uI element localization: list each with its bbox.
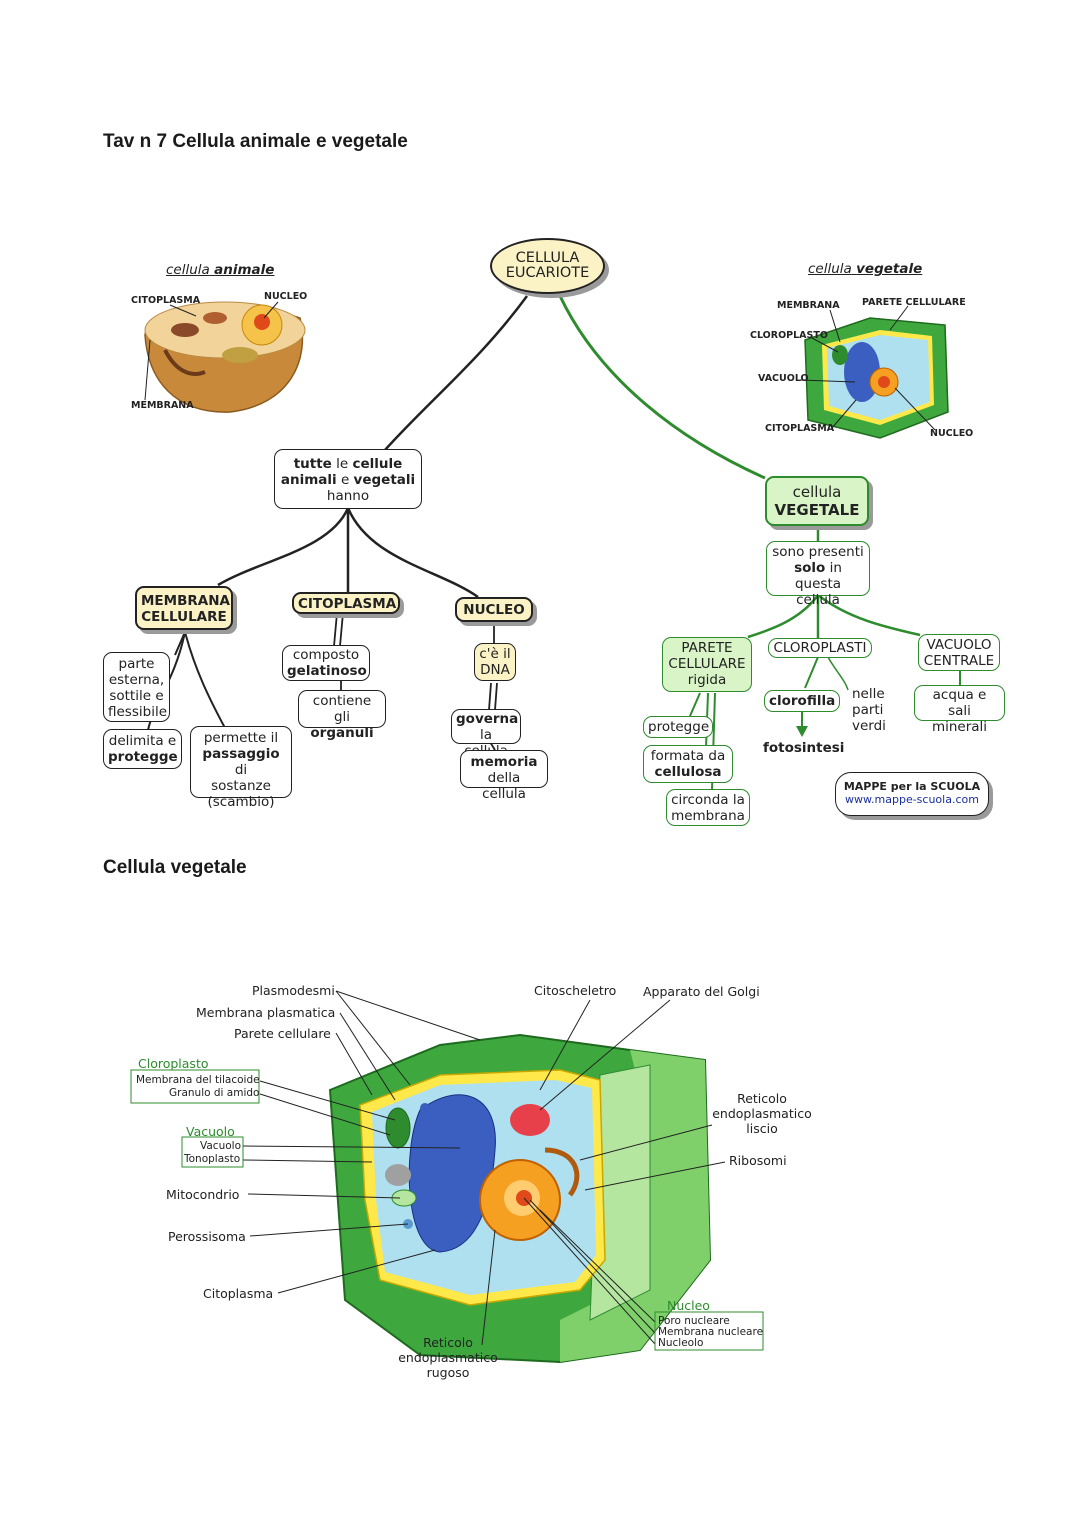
plant-label-cloroplasto: CLOROPLASTO bbox=[750, 330, 828, 341]
node-citoplasma: CITOPLASMA bbox=[292, 592, 400, 614]
label-amido: Granulo di amido bbox=[169, 1087, 260, 1099]
node-fotosintesi: fotosintesi bbox=[763, 740, 845, 756]
node-clorofilla: clorofilla bbox=[764, 690, 840, 712]
plant-label-citoplasma: CITOPLASMA bbox=[765, 423, 835, 434]
label-golgi: Apparato del Golgi bbox=[643, 984, 760, 999]
label-tilacoide: Membrana del tilacoide bbox=[136, 1074, 260, 1086]
node-solo: sono presenti solo in questa cellula bbox=[766, 541, 870, 608]
label-tonoplasto: Tonoplasto bbox=[184, 1153, 241, 1165]
node-all-cells: tutte le cellule animali e vegetali hann… bbox=[274, 449, 422, 509]
label-perossisoma: Perossisoma bbox=[168, 1229, 246, 1244]
brand-badge: MAPPE per la SCUOLA www.mappe-scuola.com bbox=[835, 772, 989, 816]
label-membrana-plasmatica: Membrana plasmatica bbox=[196, 1005, 336, 1020]
plant-cell-caption: cellula vegetale bbox=[808, 261, 923, 277]
plant-label-vacuolo: VACUOLO bbox=[758, 373, 809, 384]
animal-label-nucleo: NUCLEO bbox=[264, 291, 308, 302]
label-vacuolo-title: Vacuolo bbox=[186, 1124, 235, 1139]
node-cloroplasti: CLOROPLASTI bbox=[768, 638, 872, 658]
label-vacuolo: Vacuolo bbox=[200, 1140, 241, 1152]
animal-cell-caption: cellula animale bbox=[166, 262, 275, 278]
concept-map-connectors bbox=[147, 295, 961, 791]
label-nucleolo: Nucleolo bbox=[658, 1337, 704, 1349]
plant-label-parete: PARETE CELLULARE bbox=[862, 297, 966, 308]
label-ribosomi: Ribosomi bbox=[729, 1153, 787, 1168]
label-membrana-nucleare: Membrana nucleare bbox=[658, 1326, 764, 1338]
root-line-1: CELLULA bbox=[515, 250, 580, 266]
label-plasmodesmi: Plasmodesmi bbox=[252, 983, 335, 998]
label-nucleo-title: Nucleo bbox=[667, 1298, 710, 1313]
label-parete-cellulare: Parete cellulare bbox=[234, 1026, 331, 1041]
plant-label-nucleo: NUCLEO bbox=[930, 428, 974, 439]
brand-url: www.mappe-scuola.com bbox=[845, 793, 979, 806]
brand-title: MAPPE per la SCUOLA bbox=[843, 780, 981, 793]
node-nucleo: NUCLEO bbox=[455, 597, 533, 622]
animal-label-membrana: MEMBRANA bbox=[131, 400, 194, 411]
root-line-2: EUCARIOTE bbox=[505, 265, 590, 281]
label-citoplasma: Citoplasma bbox=[203, 1286, 274, 1301]
plant-label-membrana: MEMBRANA bbox=[777, 300, 840, 311]
section-title-cellula-vegetale: Cellula vegetale bbox=[103, 857, 247, 878]
page-title: Tav n 7 Cellula animale e vegetale bbox=[103, 131, 408, 152]
label-citoscheletro: Citoscheletro bbox=[534, 983, 617, 998]
label-mitocondrio: Mitocondrio bbox=[166, 1187, 240, 1202]
node-protegge: protegge bbox=[643, 716, 713, 738]
node-permette: permette il passaggio di sostanze(scambi… bbox=[190, 726, 292, 810]
label-cloroplasto: Cloroplasto bbox=[138, 1056, 209, 1071]
root-node-eucariote: CELLULA EUCARIOTE bbox=[490, 238, 605, 294]
label-poro-nucleare: Poro nucleare bbox=[658, 1315, 730, 1327]
animal-label-citoplasma: CITOPLASMA bbox=[131, 295, 201, 306]
